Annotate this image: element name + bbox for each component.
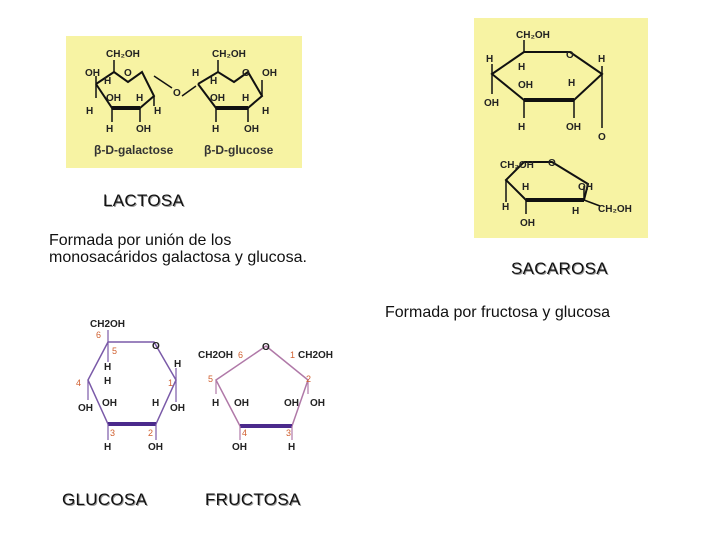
fructose-ch2oh-c6: CH2OH: [198, 350, 233, 361]
lactose-caption: LACTOSA: [103, 191, 185, 210]
fructose-h-c3: H: [288, 442, 295, 453]
glycosidic-oxygen: O: [173, 88, 181, 99]
galactose-oh-c3: OH: [106, 93, 121, 104]
fructose-carbon-5: 5: [208, 374, 213, 384]
sucrose-glucose-oh-c3: OH: [518, 80, 533, 91]
lactose-description: Formada por unión de los monosacáridos g…: [49, 232, 307, 266]
sucrose-glucose-h-c4: H: [486, 54, 493, 65]
glucose-oh-c1: OH: [170, 403, 185, 414]
sucrose-fructose-ch2oh-c1: CH₂OH: [598, 204, 632, 215]
fructose-caption: FRUCTOSA: [205, 490, 301, 509]
glucose-h-c3: H: [104, 442, 111, 453]
sucrose-structure-panel: CH₂OH O H H H OH H OH H OH O CH₂OH O H O…: [474, 18, 648, 238]
fructose-ring-oxygen: O: [262, 342, 270, 353]
glucose-ring-lactose: [197, 70, 264, 109]
galactose-h-c2: H: [136, 93, 143, 104]
sucrose-glucose-h-c3: H: [518, 122, 525, 133]
sucrose-fructose-h-c4: H: [502, 202, 509, 213]
fructose-structure: CH2OH 6 O 1 CH2OH 5 2 H OH OH OH 4 3 OH …: [198, 342, 333, 453]
fructose-carbon-2: 2: [306, 374, 311, 384]
glucose-ring-oxygen: O: [242, 68, 250, 79]
galactose-h-c4: H: [86, 106, 93, 117]
galactose-h-c1: H: [154, 106, 161, 117]
sucrose-glucose-ring-oxygen: O: [566, 50, 574, 61]
fructose-carbon-6: 6: [238, 350, 243, 360]
glucose-h-c1: H: [262, 106, 269, 117]
sucrose-glucose-h-c1: H: [598, 54, 605, 65]
lactose-structure: CH₂OH O OH H OH H H H H OH O CH₂OH O H H…: [85, 49, 277, 157]
sucrose-glucose-ring: [490, 51, 604, 101]
glucose-carbon-5: 5: [112, 346, 117, 356]
galactose-h-c5: H: [104, 76, 111, 87]
glucose-h-c3: H: [212, 124, 219, 135]
galactose-ch2oh: CH₂OH: [106, 49, 140, 60]
sucrose-fructose-ch2oh-c6: CH₂OH: [500, 160, 534, 171]
sucrose-fructose-oh-c2: OH: [578, 182, 593, 193]
glucose-carbon-4: 4: [76, 378, 81, 388]
glucose-oh-c3: OH: [102, 398, 117, 409]
sucrose-glucose-h-c5: H: [518, 62, 525, 73]
fructose-oh-c3: OH: [284, 398, 299, 409]
glucose-carbon-1: 1: [168, 378, 173, 388]
galactose-oh-c2: OH: [136, 124, 151, 135]
sucrose-glucose-oh-c2: OH: [566, 122, 581, 133]
glucose-caption: GLUCOSA: [62, 490, 148, 509]
sucrose-glucose-oh-c4: OH: [484, 98, 499, 109]
glucose-ring-oxygen: O: [152, 341, 160, 352]
galactose-ring-oxygen: O: [124, 68, 132, 79]
galactose-oh-c4: OH: [85, 68, 100, 79]
sucrose-structure: CH₂OH O H H H OH H OH H OH O CH₂OH O H O…: [484, 30, 632, 229]
sucrose-fructose-ring-oxygen: O: [548, 158, 556, 169]
sucrose-glucose-h-c2: H: [568, 78, 575, 89]
fructose-carbon-3: 3: [286, 428, 291, 438]
glucose-carbon-6: 6: [96, 330, 101, 340]
fructose-ch2oh-c1: CH2OH: [298, 350, 333, 361]
glucose-structure: CH2OH 6 5 O H H 4 H 1 OH OH H OH 3 2 H O…: [76, 319, 185, 453]
sucrose-glucose-ch2oh: CH₂OH: [516, 30, 550, 41]
glucose-h-c5: H: [210, 76, 217, 87]
galactose-label: β-D-galactose: [94, 143, 174, 157]
galactose-h-c3: H: [106, 124, 113, 135]
glucose-h-c1: H: [174, 359, 181, 370]
fructose-carbon-4: 4: [242, 428, 247, 438]
glucose-oh-c4: OH: [78, 403, 93, 414]
sucrose-caption: SACAROSA: [511, 259, 608, 278]
glucose-ch2oh-c6: CH2OH: [90, 319, 125, 330]
glucose-label: β-D-glucose: [204, 143, 274, 157]
fructose-oh-c4: OH: [234, 398, 249, 409]
glucose-ring: [87, 341, 177, 425]
lactose-structure-panel: CH₂OH O OH H OH H H H H OH O CH₂OH O H H…: [66, 36, 302, 168]
glucose-oh-c2: OH: [148, 442, 163, 453]
glucose-h-c2: H: [242, 93, 249, 104]
glucose-carbon-2: 2: [148, 428, 153, 438]
sucrose-glycosidic-oxygen: O: [598, 132, 606, 143]
glucose-oh-c2: OH: [244, 124, 259, 135]
fructose-oh-c4-bottom: OH: [232, 442, 247, 453]
glucose-carbon-3: 3: [110, 428, 115, 438]
sucrose-fructose-h-c5: H: [522, 182, 529, 193]
glucose-oh-c3: OH: [210, 93, 225, 104]
glucose-ch2oh: CH₂OH: [212, 49, 246, 60]
glucose-oh-c1: OH: [262, 68, 277, 79]
glucose-h-c4: H: [192, 68, 199, 79]
sucrose-description: Formada por fructosa y glucosa: [385, 304, 610, 321]
fructose-oh-c2: OH: [310, 398, 325, 409]
sucrose-fructose-h-c3: H: [572, 206, 579, 217]
glucose-h-c5: H: [104, 362, 111, 373]
glucose-h-c4: H: [104, 376, 111, 387]
fructose-h-c5: H: [212, 398, 219, 409]
sucrose-fructose-oh-c4: OH: [520, 218, 535, 229]
glucose-h-c2: H: [152, 398, 159, 409]
fructose-carbon-1: 1: [290, 350, 295, 360]
